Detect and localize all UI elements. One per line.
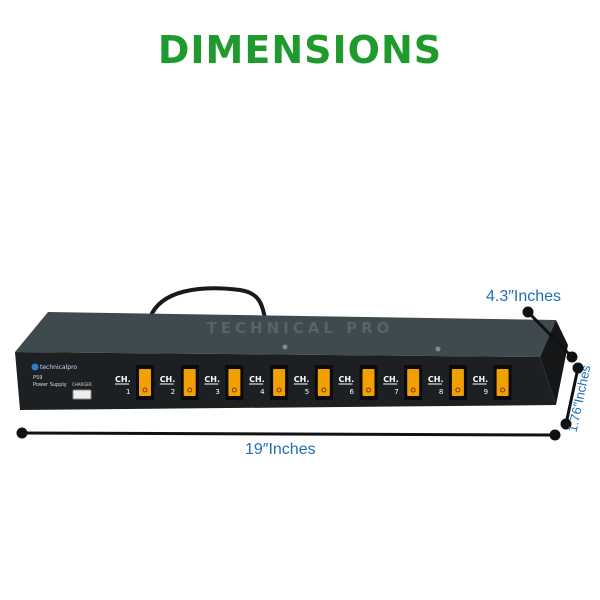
dimension-endpoint [560,418,572,430]
power-cord [148,286,267,319]
power-symbol-icon [276,387,282,393]
channel-2-rocker-switch[interactable] [183,369,196,396]
model-label: PS9 [33,375,42,381]
height-dimension-line [564,367,580,425]
channel-number: 4 [260,388,265,396]
channel-number: 3 [215,388,219,396]
screw [435,346,441,352]
channel-9-rocker-switch[interactable] [496,369,509,396]
channel-label: CH. [473,375,489,384]
channel-label: CH. [160,375,176,384]
channel-number: 6 [350,388,355,396]
channel-label: CH. [383,375,399,384]
channel-number: 1 [126,388,130,396]
page-title: DIMENSIONS [157,28,443,72]
brand-logo: technicalpro [40,364,77,371]
power-symbol-icon [366,387,371,393]
channel-7-rocker-switch[interactable] [407,369,420,396]
channel-3-rocker-switch[interactable] [228,369,241,396]
width-dimension-line [21,431,556,437]
dimension-endpoint [549,429,561,441]
dimension-endpoint [572,362,584,374]
screw [282,344,288,350]
device-top-face [15,312,556,357]
channel-label: CH. [339,375,355,384]
dimension-endpoint [566,351,578,363]
channel-label: CH. [294,375,310,384]
power-symbol-icon [410,387,416,393]
channel-label: CH. [249,375,265,384]
usb-label: CHARGER [72,382,92,387]
channel-1-rocker-switch[interactable] [139,369,151,396]
channel-number: 2 [171,388,175,396]
power-symbol-icon [321,387,327,393]
depth-dimension-line [526,310,574,359]
channel-label: CH. [115,375,131,384]
channel-number: 7 [394,388,398,396]
channel-6-rocker-switch[interactable] [362,369,375,396]
power-symbol-icon [231,387,237,393]
channel-number: 5 [305,388,309,396]
channel-number: 8 [439,388,443,396]
channel-label: CH. [204,375,220,384]
logo-icon [31,363,39,371]
power-symbol-icon [500,387,506,393]
power-symbol-icon [187,387,193,393]
device-side-face [540,320,568,405]
channel-4-rocker-switch[interactable] [273,369,286,396]
channel-number: 9 [484,388,488,396]
depth-label: 4.3″Inches [486,288,562,305]
power-symbol-icon [142,387,148,393]
dimension-endpoint [16,427,28,439]
subtitle-label: Power Supply [33,382,67,388]
channel-5-rocker-switch[interactable] [317,369,330,396]
power-symbol-icon [455,387,461,393]
width-label: 19″Inches [245,441,316,458]
channel-8-rocker-switch[interactable] [451,369,464,396]
channel-label: CH. [428,375,444,384]
dimension-endpoint [522,306,534,318]
top-emboss: TECHNICAL PRO [207,319,394,337]
usb-port[interactable] [72,389,92,400]
